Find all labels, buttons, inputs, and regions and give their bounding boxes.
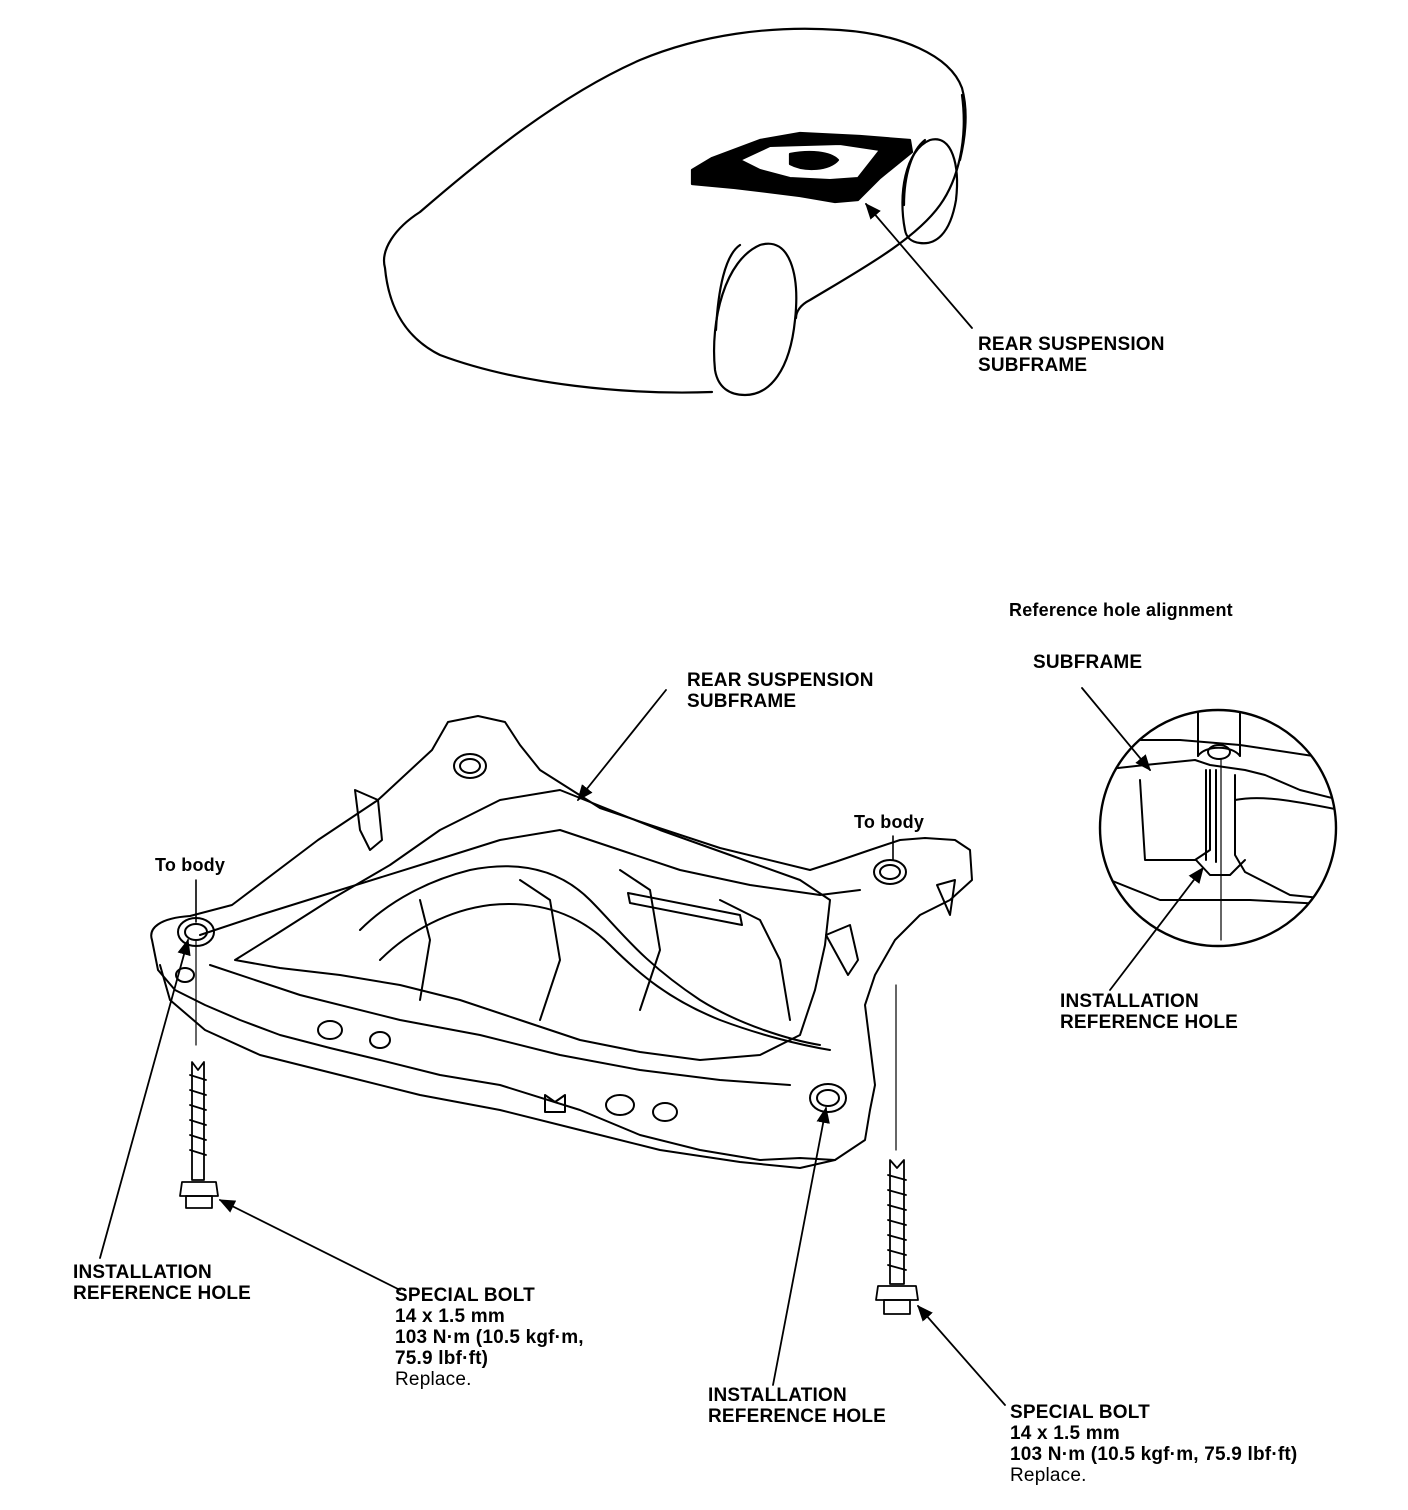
main-subframe-leader (577, 689, 667, 802)
bolt-right-label: SPECIAL BOLT 14 x 1.5 mm 103 N·m (10.5 k… (1010, 1402, 1297, 1486)
main-subframe-label: REAR SUSPENSION SUBFRAME (687, 670, 874, 712)
install-hole-left-label: INSTALLATION REFERENCE HOLE (73, 1262, 251, 1304)
install-hole-left-leader (99, 938, 191, 1259)
detail-install-hole-line1: INSTALLATION (1060, 991, 1199, 1012)
to-body-right-label: To body (854, 812, 925, 832)
bolt-left-torque-2: 75.9 lbf·ft) (395, 1348, 489, 1369)
install-hole-left-line2: REFERENCE HOLE (73, 1283, 252, 1304)
bolt-left-size: 14 x 1.5 mm (395, 1306, 505, 1327)
detail-title: Reference hole alignment (1009, 600, 1233, 620)
main-subframe-label-line2: SUBFRAME (687, 691, 797, 712)
mount-rear-left (459, 758, 481, 774)
bolt-left-torque-1: 103 N·m (10.5 kgf·m, (395, 1327, 584, 1348)
rear-subframe-drawing (150, 715, 973, 1169)
bolt-right-note: Replace. (1010, 1465, 1087, 1486)
car-silhouette (382, 27, 967, 397)
top-subframe-label-line1: REAR SUSPENSION (978, 334, 1165, 355)
main-subframe-label-line1: REAR SUSPENSION (687, 670, 874, 691)
bolt-left-leader (218, 1199, 401, 1291)
install-hole-left-line1: INSTALLATION (73, 1262, 212, 1283)
bolt-left-label: SPECIAL BOLT 14 x 1.5 mm 103 N·m (10.5 k… (395, 1285, 584, 1390)
special-bolt-left (179, 1061, 219, 1209)
front-wheel (713, 242, 798, 397)
detail-subframe-leader (1081, 687, 1151, 772)
to-body-left-label: To body (155, 855, 226, 875)
bolt-right-leader (917, 1304, 1006, 1406)
car-subframe-highlight (690, 131, 914, 204)
bolt-right-size: 14 x 1.5 mm (1010, 1423, 1120, 1444)
install-hole-center-line1: INSTALLATION (708, 1385, 847, 1406)
install-hole-center-leader (772, 1106, 830, 1386)
special-bolt-right (875, 1159, 919, 1315)
mount-left (184, 923, 208, 941)
install-hole-center-line2: REFERENCE HOLE (708, 1406, 887, 1427)
detail-install-hole-leader (1109, 866, 1204, 991)
reference-hole-detail (1081, 687, 1338, 991)
top-subframe-label: REAR SUSPENSION SUBFRAME (978, 334, 1165, 376)
detail-install-hole-line2: REFERENCE HOLE (1060, 1012, 1239, 1033)
bolt-right-title: SPECIAL BOLT (1010, 1402, 1150, 1423)
bolt-left-note: Replace. (395, 1369, 472, 1390)
mount-right (879, 864, 901, 880)
detail-install-hole-label: INSTALLATION REFERENCE HOLE (1060, 991, 1238, 1033)
mount-front-right (816, 1089, 840, 1107)
install-hole-center-label: INSTALLATION REFERENCE HOLE (708, 1385, 886, 1427)
bolt-left-title: SPECIAL BOLT (395, 1285, 535, 1306)
top-subframe-label-line2: SUBFRAME (978, 355, 1088, 376)
top-subframe-leader (865, 202, 973, 329)
bolt-right-torque: 103 N·m (10.5 kgf·m, 75.9 lbf·ft) (1010, 1444, 1298, 1465)
detail-subframe-label: SUBFRAME (1033, 652, 1143, 673)
